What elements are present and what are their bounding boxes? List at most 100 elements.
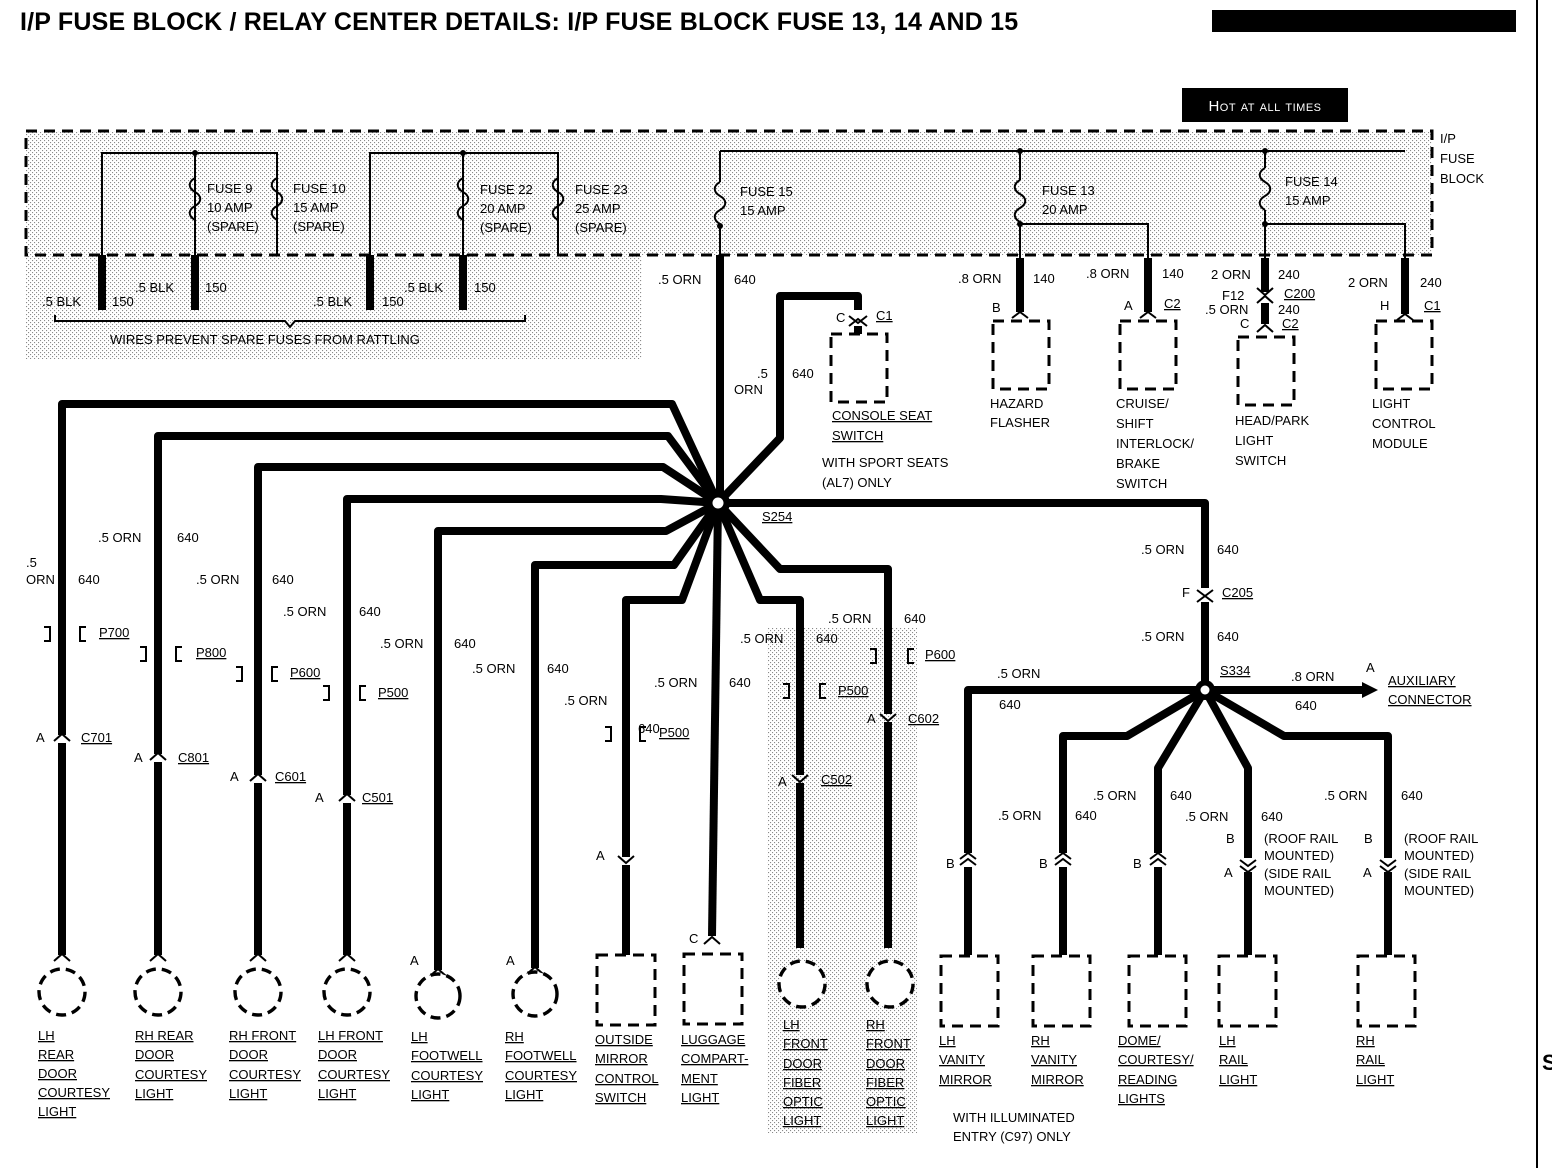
- lh-vanity-mirror-box: [939, 954, 1000, 1028]
- fuse-15-wire-circuit: 640: [734, 272, 756, 287]
- fuse-9-spare: (SPARE): [207, 219, 259, 234]
- fuse-10-name: FUSE 10: [293, 181, 346, 196]
- lh-front-lamp-tip: [338, 952, 356, 962]
- p600-fiber-bracket-glyph: [870, 648, 914, 664]
- lcm-connector-symbol: [1396, 312, 1414, 321]
- rbranch4-name-2: RAIL: [1219, 1052, 1248, 1067]
- spare-wire-1-size: .5 BLK: [42, 294, 81, 309]
- branch10-name-6: LIGHT: [866, 1113, 904, 1128]
- lcm-name-1: LIGHT: [1372, 396, 1410, 411]
- branch7-name-1: OUTSIDE: [595, 1032, 653, 1047]
- headpark-wire2-size: .5 ORN: [1205, 302, 1248, 317]
- rbranch4-wire-circuit: 640: [1261, 809, 1283, 824]
- branch4-name-2: DOOR: [318, 1047, 357, 1062]
- lh-rear-lamp-tip: [53, 952, 71, 962]
- branch9-name-2: FRONT: [783, 1036, 828, 1051]
- right-trunk-wire2-size: .5 ORN: [1141, 629, 1184, 644]
- lh-rail-light-box: [1217, 954, 1278, 1028]
- rbranch2-wire-circuit: 640: [1075, 808, 1097, 823]
- rh-vanity-mirror-label: RH VANITY MIRROR: [1031, 1033, 1084, 1087]
- branch6-wire-circuit: 640: [547, 661, 569, 676]
- right-trunk-wire1-circuit: 640: [1217, 542, 1239, 557]
- outside-mirror-control-switch-box: [595, 953, 657, 1027]
- branch10-conn: C602: [908, 711, 939, 726]
- branch1-name-1: LH: [38, 1028, 55, 1043]
- outside-mirror-wire: [622, 501, 722, 857]
- cruise-wire-size: .8 ORN: [1086, 266, 1129, 281]
- branch4-name-3: COURTESY: [318, 1067, 390, 1082]
- branch3-pin: A: [230, 769, 239, 784]
- headpark-connector: C2: [1282, 316, 1299, 331]
- fuse-22-symbol: [456, 177, 470, 221]
- spare-bus-1: [101, 152, 278, 255]
- branch6-name-4: LIGHT: [505, 1087, 543, 1102]
- branch8-wire-circuit: 640: [729, 675, 751, 690]
- fuse-9-rating: 10 AMP: [207, 200, 253, 215]
- c200-connector: C200: [1284, 286, 1315, 301]
- cruise-name-3: INTERLOCK/: [1116, 436, 1194, 451]
- lh-front-door-courtesy-light-bulb: [322, 967, 372, 1017]
- margin-mark: S: [1542, 1050, 1552, 1075]
- fuse-23-name: FUSE 23: [575, 182, 628, 197]
- branch9-name-6: LIGHT: [783, 1113, 821, 1128]
- cruise-connector: C2: [1164, 296, 1181, 311]
- rbranch3-name-1: DOME/: [1118, 1033, 1161, 1048]
- branch1-name-3: DOOR: [38, 1066, 77, 1081]
- cruise-name-1: CRUISE/: [1116, 396, 1169, 411]
- branch6-name-2: FOOTWELL: [505, 1048, 577, 1063]
- dome-courtesy-wire: [1154, 687, 1209, 853]
- lcm-connector: C1: [1424, 298, 1441, 313]
- rbranch3-wire-size: .5 ORN: [1093, 788, 1136, 803]
- spare-wire-2-size: .5 BLK: [135, 280, 174, 295]
- branch3-wire-circuit: 640: [272, 572, 294, 587]
- hazard-wire-circuit: 140: [1033, 271, 1055, 286]
- fuse-14-tail: [1264, 210, 1406, 262]
- spare-wire-1-circuit: 150: [112, 294, 134, 309]
- branch1-wire-size-1: .5: [26, 555, 37, 570]
- footnote-1: WITH ILLUMINATED: [953, 1110, 1075, 1125]
- fuse-22-name: FUSE 22: [480, 182, 533, 197]
- ip-fuse-block-label-2: FUSE: [1440, 151, 1475, 166]
- rbranch4-mount-1: (ROOF RAIL: [1264, 831, 1338, 846]
- c200-connector-symbol: [1256, 287, 1274, 304]
- branch2-wire-size: .5 ORN: [98, 530, 141, 545]
- branch4-pin: A: [315, 790, 324, 805]
- branch3-conn: C601: [275, 769, 306, 784]
- branch2-conn: C801: [178, 750, 209, 765]
- s334-splice-center: [1200, 685, 1210, 695]
- lh-rail-connector-glyph: [1239, 859, 1257, 874]
- c200-pin: F12: [1222, 288, 1244, 303]
- rh-rail-light-wire: [1202, 686, 1392, 858]
- branch7-wire-size: .5 ORN: [564, 693, 607, 708]
- lcm-wire-size: 2 ORN: [1348, 275, 1388, 290]
- p500-left-bracket-glyph: [323, 685, 366, 701]
- c205-connector: C205: [1222, 585, 1253, 600]
- branch9-wire-size: .5 ORN: [740, 631, 783, 646]
- lh-front-door-courtesy-light-label: LH FRONT DOOR COURTESY LIGHT: [318, 1028, 390, 1101]
- rh-rear-door-courtesy-light-bulb: [133, 967, 183, 1017]
- fuse-14-dot: [1262, 221, 1268, 227]
- branch10-name-3: DOOR: [866, 1056, 905, 1071]
- console-seat-switch-box: [829, 332, 889, 404]
- fuse-14-name: FUSE 14: [1285, 174, 1338, 189]
- rbranch4-name-3: LIGHT: [1219, 1072, 1257, 1087]
- fuse-15-wire-size: .5 ORN: [658, 272, 701, 287]
- rh-vanity-mirror-box: [1031, 954, 1092, 1028]
- lh-vanity-mirror-wire: [964, 686, 1205, 853]
- rbranch4-mount-2: MOUNTED): [1264, 848, 1334, 863]
- rh-rear-door-wire: [154, 432, 722, 754]
- fuse-13-rating: 20 AMP: [1042, 202, 1088, 217]
- lh-rear-door-courtesy-light-label: LH REAR DOOR COURTESY LIGHT: [38, 1028, 110, 1119]
- lh-footwell-courtesy-light-bulb: [414, 972, 462, 1020]
- rbranch1-name-3: MIRROR: [939, 1072, 992, 1087]
- spare-wires-brace: [54, 315, 526, 329]
- console-connector: C1: [876, 308, 893, 323]
- headpark-name-3: SWITCH: [1235, 453, 1286, 468]
- branch5-name-2: FOOTWELL: [411, 1048, 483, 1063]
- cruise-name-5: SWITCH: [1116, 476, 1167, 491]
- branch9-name-4: FIBER: [783, 1075, 821, 1090]
- lh-rail-light-wire: [1201, 688, 1252, 858]
- hazard-connector-symbol: [1011, 310, 1029, 319]
- fuse-13-name: FUSE 13: [1042, 183, 1095, 198]
- branch1-pin: A: [36, 730, 45, 745]
